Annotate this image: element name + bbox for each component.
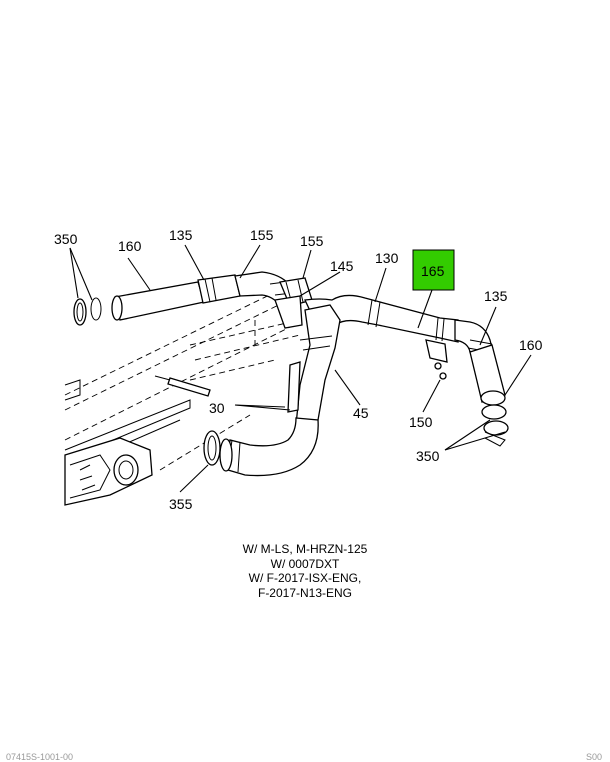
note-line-4: F-2017-N13-ENG: [257, 585, 353, 600]
bracket-30: [274, 295, 303, 413]
footer-right: S00: [585, 752, 602, 762]
callout-30: 30: [209, 400, 225, 416]
callouts: 350 160 135 155 155 145 130 165 135 160 …: [54, 227, 543, 512]
hose-135-left: [197, 274, 241, 304]
tube-165: [304, 294, 459, 343]
note-line-3: W/ F-2017-ISX-ENG,: [248, 571, 362, 585]
footer-left: 07415S-1001-00: [6, 752, 74, 762]
callout-155-a: 155: [250, 227, 274, 243]
pipe-45: [295, 304, 341, 426]
highlight-box-165: [412, 249, 455, 291]
callout-350-right: 350: [416, 448, 440, 464]
callout-165: 165: [421, 263, 445, 279]
clamp-355: [203, 430, 221, 466]
callout-45: 45: [353, 405, 369, 421]
bracket-150: [425, 339, 448, 380]
callout-355: 355: [169, 496, 193, 512]
callout-150: 150: [409, 414, 433, 430]
pipe-160-left: [73, 281, 205, 326]
callout-135-left: 135: [169, 227, 193, 243]
callout-160-left: 160: [118, 238, 142, 254]
applicability-note: W/ M-LS, M-HRZN-125 W/ 0007DXT W/ F-2017…: [0, 542, 610, 600]
bolt-rod: [154, 375, 211, 397]
elbow-bottom: [219, 417, 319, 477]
callout-135-right: 135: [484, 288, 508, 304]
callout-145: 145: [330, 258, 354, 274]
callout-155-b: 155: [300, 233, 324, 249]
callout-130: 130: [375, 250, 399, 266]
leader-lines: [69, 244, 532, 493]
pipe-160-right: [469, 344, 509, 447]
note-line-2: W/ 0007DXT: [270, 556, 340, 571]
callout-160-right: 160: [519, 337, 543, 353]
callout-350-left: 350: [54, 231, 78, 247]
note-line-1: W/ M-LS, M-HRZN-125: [242, 542, 368, 556]
charge-air-cooler: [64, 437, 153, 506]
